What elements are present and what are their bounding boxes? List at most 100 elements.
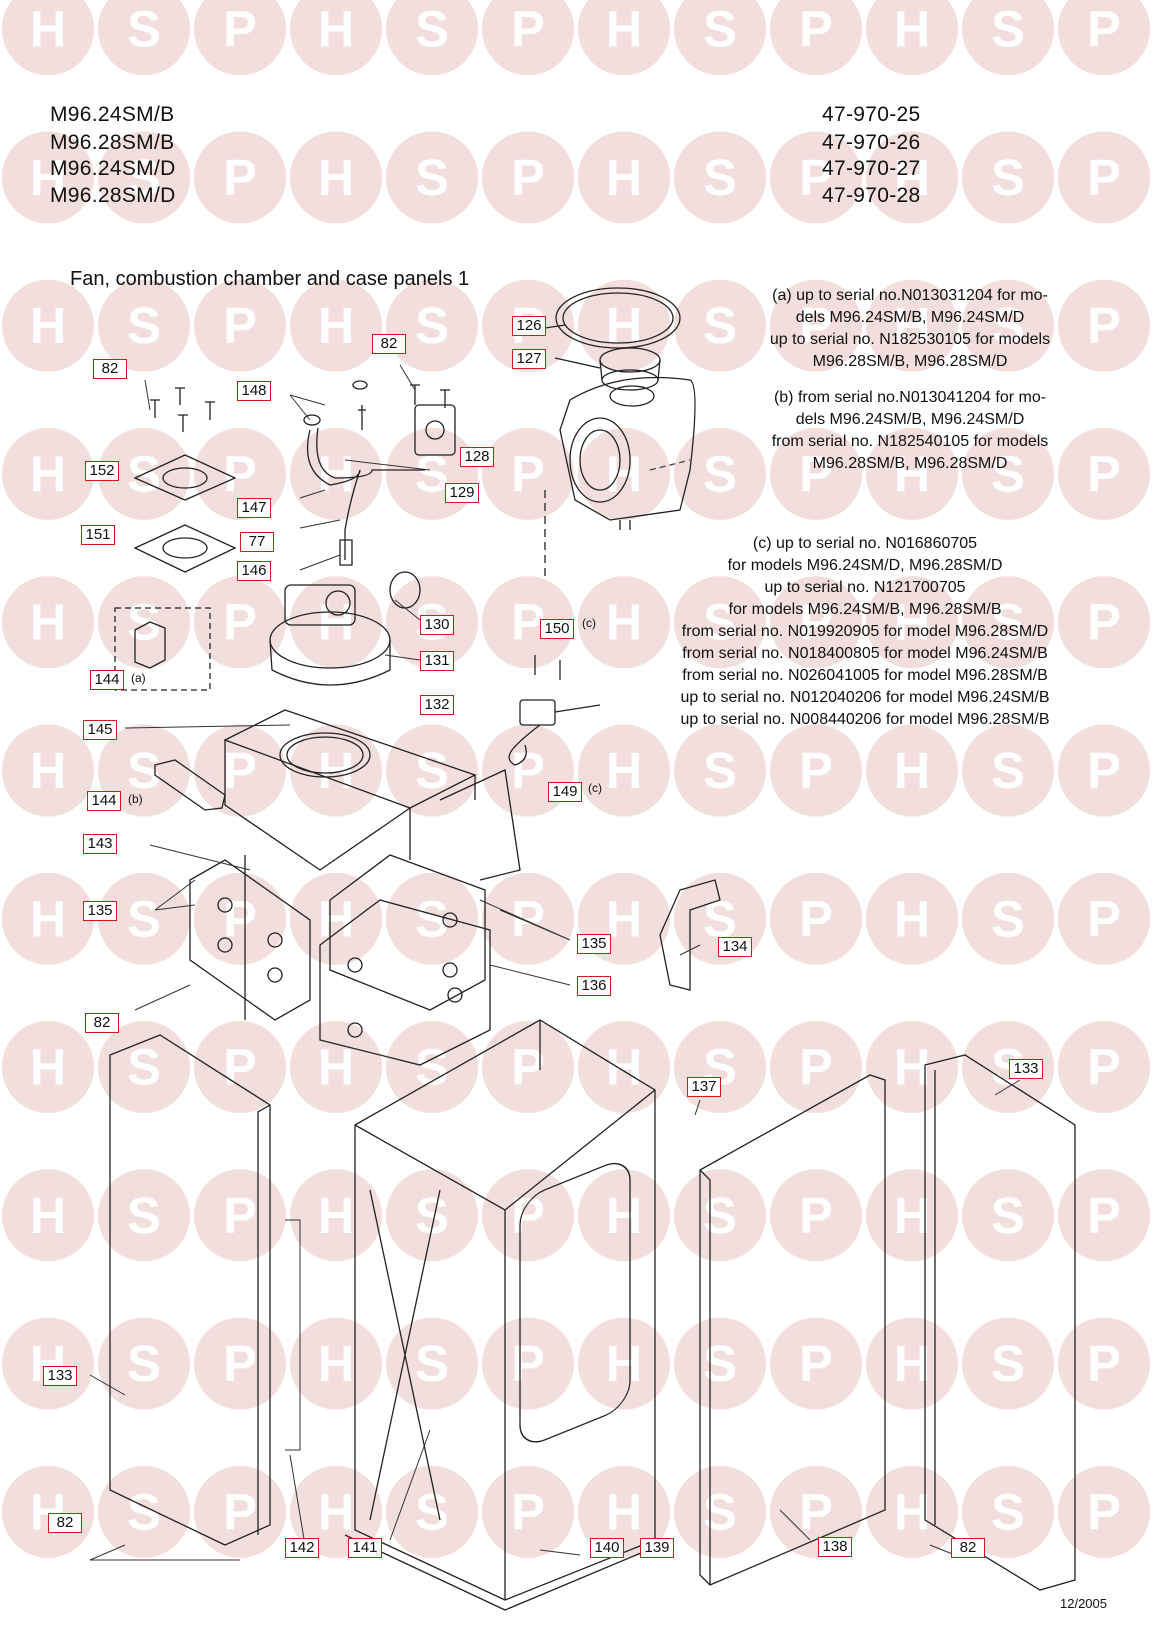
callout-137: 137 bbox=[687, 1077, 721, 1097]
watermark-letter: H bbox=[894, 1, 931, 58]
callout-82-e: 82 bbox=[951, 1538, 985, 1558]
watermark-circle bbox=[193, 0, 287, 76]
watermark-letter: S bbox=[991, 742, 1025, 799]
watermark-circle bbox=[577, 724, 671, 817]
watermark-letter: S bbox=[703, 1335, 737, 1392]
watermark-circle bbox=[577, 279, 671, 372]
model-1: M96.24SM/B bbox=[50, 103, 175, 126]
watermark-circle bbox=[1, 1317, 95, 1410]
watermark-circle bbox=[769, 1465, 863, 1558]
watermark-letter: S bbox=[703, 1187, 737, 1244]
watermark-letter: S bbox=[127, 149, 161, 206]
callout-130: 130 bbox=[420, 615, 454, 635]
watermark-letter: S bbox=[127, 297, 161, 354]
watermark-letter: H bbox=[30, 1187, 67, 1244]
watermark-letter: S bbox=[415, 1335, 449, 1392]
watermark-letter: S bbox=[415, 742, 449, 799]
watermark-letter: S bbox=[991, 297, 1025, 354]
watermark-circle bbox=[385, 1317, 479, 1410]
watermark-circle bbox=[481, 0, 575, 76]
watermark-letter: S bbox=[703, 742, 737, 799]
pressure-switch-assembly bbox=[303, 380, 456, 566]
callout-150: 150 bbox=[540, 619, 574, 639]
gasket-152 bbox=[133, 454, 237, 501]
watermark-letter: H bbox=[894, 1039, 931, 1096]
watermark-letter: P bbox=[1087, 1, 1121, 58]
watermark-circle bbox=[577, 576, 671, 669]
watermark-letter: H bbox=[606, 890, 643, 947]
note-a: (a) up to serial no.N013031204 for mo-de… bbox=[769, 287, 1051, 370]
watermark-circle bbox=[481, 872, 575, 965]
watermark-letter: H bbox=[894, 1483, 931, 1540]
callout-145: 145 bbox=[83, 720, 117, 740]
watermark-circle bbox=[673, 279, 767, 372]
callout-133-right: 133 bbox=[1009, 1059, 1043, 1079]
watermark-circle bbox=[769, 1317, 863, 1410]
callout-143: 143 bbox=[83, 834, 117, 854]
part-number-1: 47-970-25 bbox=[822, 103, 921, 126]
watermark-circle bbox=[1057, 1020, 1151, 1114]
watermark-letter: P bbox=[799, 1, 833, 58]
watermark-circle bbox=[769, 724, 863, 817]
watermark-letter: P bbox=[799, 594, 833, 651]
watermark-circle bbox=[385, 279, 479, 372]
flue-adaptor-127 bbox=[554, 347, 661, 391]
watermark-letter: H bbox=[606, 1039, 643, 1096]
watermark-letter: S bbox=[415, 1039, 449, 1096]
watermark-letter: P bbox=[799, 1187, 833, 1244]
watermark-letter: P bbox=[1087, 445, 1121, 502]
watermark-letter: H bbox=[318, 445, 355, 502]
watermark-circle bbox=[961, 1169, 1055, 1262]
watermark-circle bbox=[961, 724, 1055, 817]
watermark-circle bbox=[1, 1020, 95, 1114]
watermark-circle bbox=[193, 576, 287, 669]
callout-82-a: 82 bbox=[93, 359, 127, 379]
callout-126: 126 bbox=[512, 316, 546, 336]
watermark-circle bbox=[193, 1020, 287, 1114]
watermark-circle bbox=[961, 1020, 1055, 1114]
watermark-circle bbox=[961, 0, 1055, 76]
watermark-circle bbox=[97, 1317, 191, 1410]
watermark-letter: P bbox=[1087, 1483, 1121, 1540]
watermark-letter: H bbox=[606, 1483, 643, 1540]
watermark-letter: H bbox=[318, 149, 355, 206]
watermark-letter: P bbox=[511, 1187, 545, 1244]
leader-lines bbox=[89, 364, 1021, 1561]
watermark-letter: H bbox=[318, 1187, 355, 1244]
side-panel-right-133 bbox=[924, 1054, 1076, 1591]
watermark-letter: S bbox=[703, 1, 737, 58]
model-3: M96.24SM/D bbox=[50, 157, 176, 180]
watermark-circle bbox=[577, 1317, 671, 1410]
callout-151: 151 bbox=[81, 525, 115, 545]
watermark-letter: P bbox=[511, 890, 545, 947]
marker-b: (b) bbox=[128, 792, 143, 806]
watermark-circle bbox=[673, 427, 767, 521]
watermark-circle bbox=[577, 1020, 671, 1114]
watermark-circle bbox=[865, 427, 959, 521]
watermark-letter: P bbox=[511, 149, 545, 206]
watermark-circle bbox=[865, 576, 959, 669]
part-number-3: 47-970-27 bbox=[822, 157, 921, 180]
watermark-circle bbox=[769, 576, 863, 669]
watermark-circle bbox=[289, 0, 383, 76]
watermark-circle bbox=[481, 1020, 575, 1114]
watermark-letter: H bbox=[318, 1483, 355, 1540]
watermark-circle bbox=[385, 1169, 479, 1262]
watermark-circle bbox=[673, 1465, 767, 1558]
watermark-letter: H bbox=[30, 890, 67, 947]
watermark-circle bbox=[1057, 279, 1151, 372]
watermark-letter: P bbox=[1087, 149, 1121, 206]
watermark-circle bbox=[193, 427, 287, 521]
watermark-circle bbox=[769, 1020, 863, 1114]
watermark-circle bbox=[673, 724, 767, 817]
watermark-circle bbox=[769, 279, 863, 372]
watermark-circle bbox=[961, 872, 1055, 965]
watermark-letter: P bbox=[799, 742, 833, 799]
callout-128: 128 bbox=[460, 447, 494, 467]
bracket-134 bbox=[659, 879, 721, 991]
watermark-letter: S bbox=[991, 890, 1025, 947]
watermark-circle bbox=[1057, 0, 1151, 76]
watermark-letter: P bbox=[223, 445, 257, 502]
front-panel-138 bbox=[699, 1074, 886, 1586]
